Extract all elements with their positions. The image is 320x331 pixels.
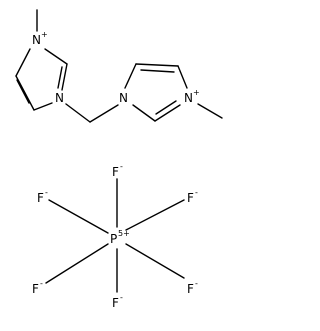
atom-f-bottom: F <box>112 296 119 310</box>
bond-n1-c5-right <box>124 63 137 89</box>
bond-c2-n3-right-double <box>155 100 177 115</box>
hexafluorophosphate-bonds <box>45 178 185 293</box>
atom-n3-left: N <box>32 33 41 47</box>
methylene-bridge <box>65 103 119 123</box>
atom-n1-right: N <box>119 91 128 105</box>
bond-n1-c2-right <box>132 104 156 122</box>
atom-f-lower-left: F <box>32 282 39 296</box>
bond-c4-n3-right <box>177 65 188 89</box>
left-imidazolium-ring <box>15 9 68 111</box>
charge-f-lower-left: - <box>40 279 43 288</box>
bond-p-f-lower-right <box>125 243 185 279</box>
charge-f-upper-right: - <box>195 188 198 197</box>
atom-f-top: F <box>112 165 119 179</box>
charge-f-top: - <box>120 162 123 171</box>
bond-p-f-lower-left <box>45 243 109 284</box>
right-imidazolium-ring <box>124 63 223 122</box>
charge-f-bottom: - <box>120 293 123 302</box>
bond-c2-n1-left-b <box>57 66 63 89</box>
bond-c2-n3-right <box>154 104 181 122</box>
atom-n3-right: N <box>184 91 193 105</box>
bond-c5-c4-right-double <box>140 69 175 73</box>
atom-p: P <box>110 232 117 246</box>
atom-labels: N + N N N + P 5+ F - F - F - F - F - F - <box>32 30 200 310</box>
charge-f-lower-right: - <box>195 279 198 288</box>
bond-p-f-upper-left <box>48 199 109 234</box>
charge-n3-left: + <box>41 30 48 39</box>
bond-n3-c2-left <box>44 48 68 65</box>
charge-n3-right: + <box>193 88 200 97</box>
bond-c2-n1-left-a <box>61 63 68 91</box>
bond-c4-n3-left <box>15 48 31 77</box>
bond-c5-c4-right <box>135 63 179 67</box>
charge-f-upper-left: - <box>45 188 48 197</box>
bond-p-f-upper-right <box>125 199 185 231</box>
atom-f-upper-left: F <box>37 191 44 205</box>
structure-diagram: N + N N N + P 5+ F - F - F - F - F - F - <box>15 9 223 310</box>
bond-c5-c4-left-double <box>16 79 30 104</box>
atom-f-upper-right: F <box>187 191 194 205</box>
atom-f-lower-right: F <box>187 282 194 296</box>
bond-c5-c4-left <box>15 75 35 111</box>
bond-n1-c5-left <box>33 102 53 111</box>
bond-n1-ch2-left <box>65 103 91 123</box>
charge-p: 5+ <box>118 229 130 238</box>
bond-ch2-n1-right <box>89 104 119 123</box>
atom-n1-left: N <box>55 91 64 105</box>
bond-methyl-right <box>197 103 223 119</box>
